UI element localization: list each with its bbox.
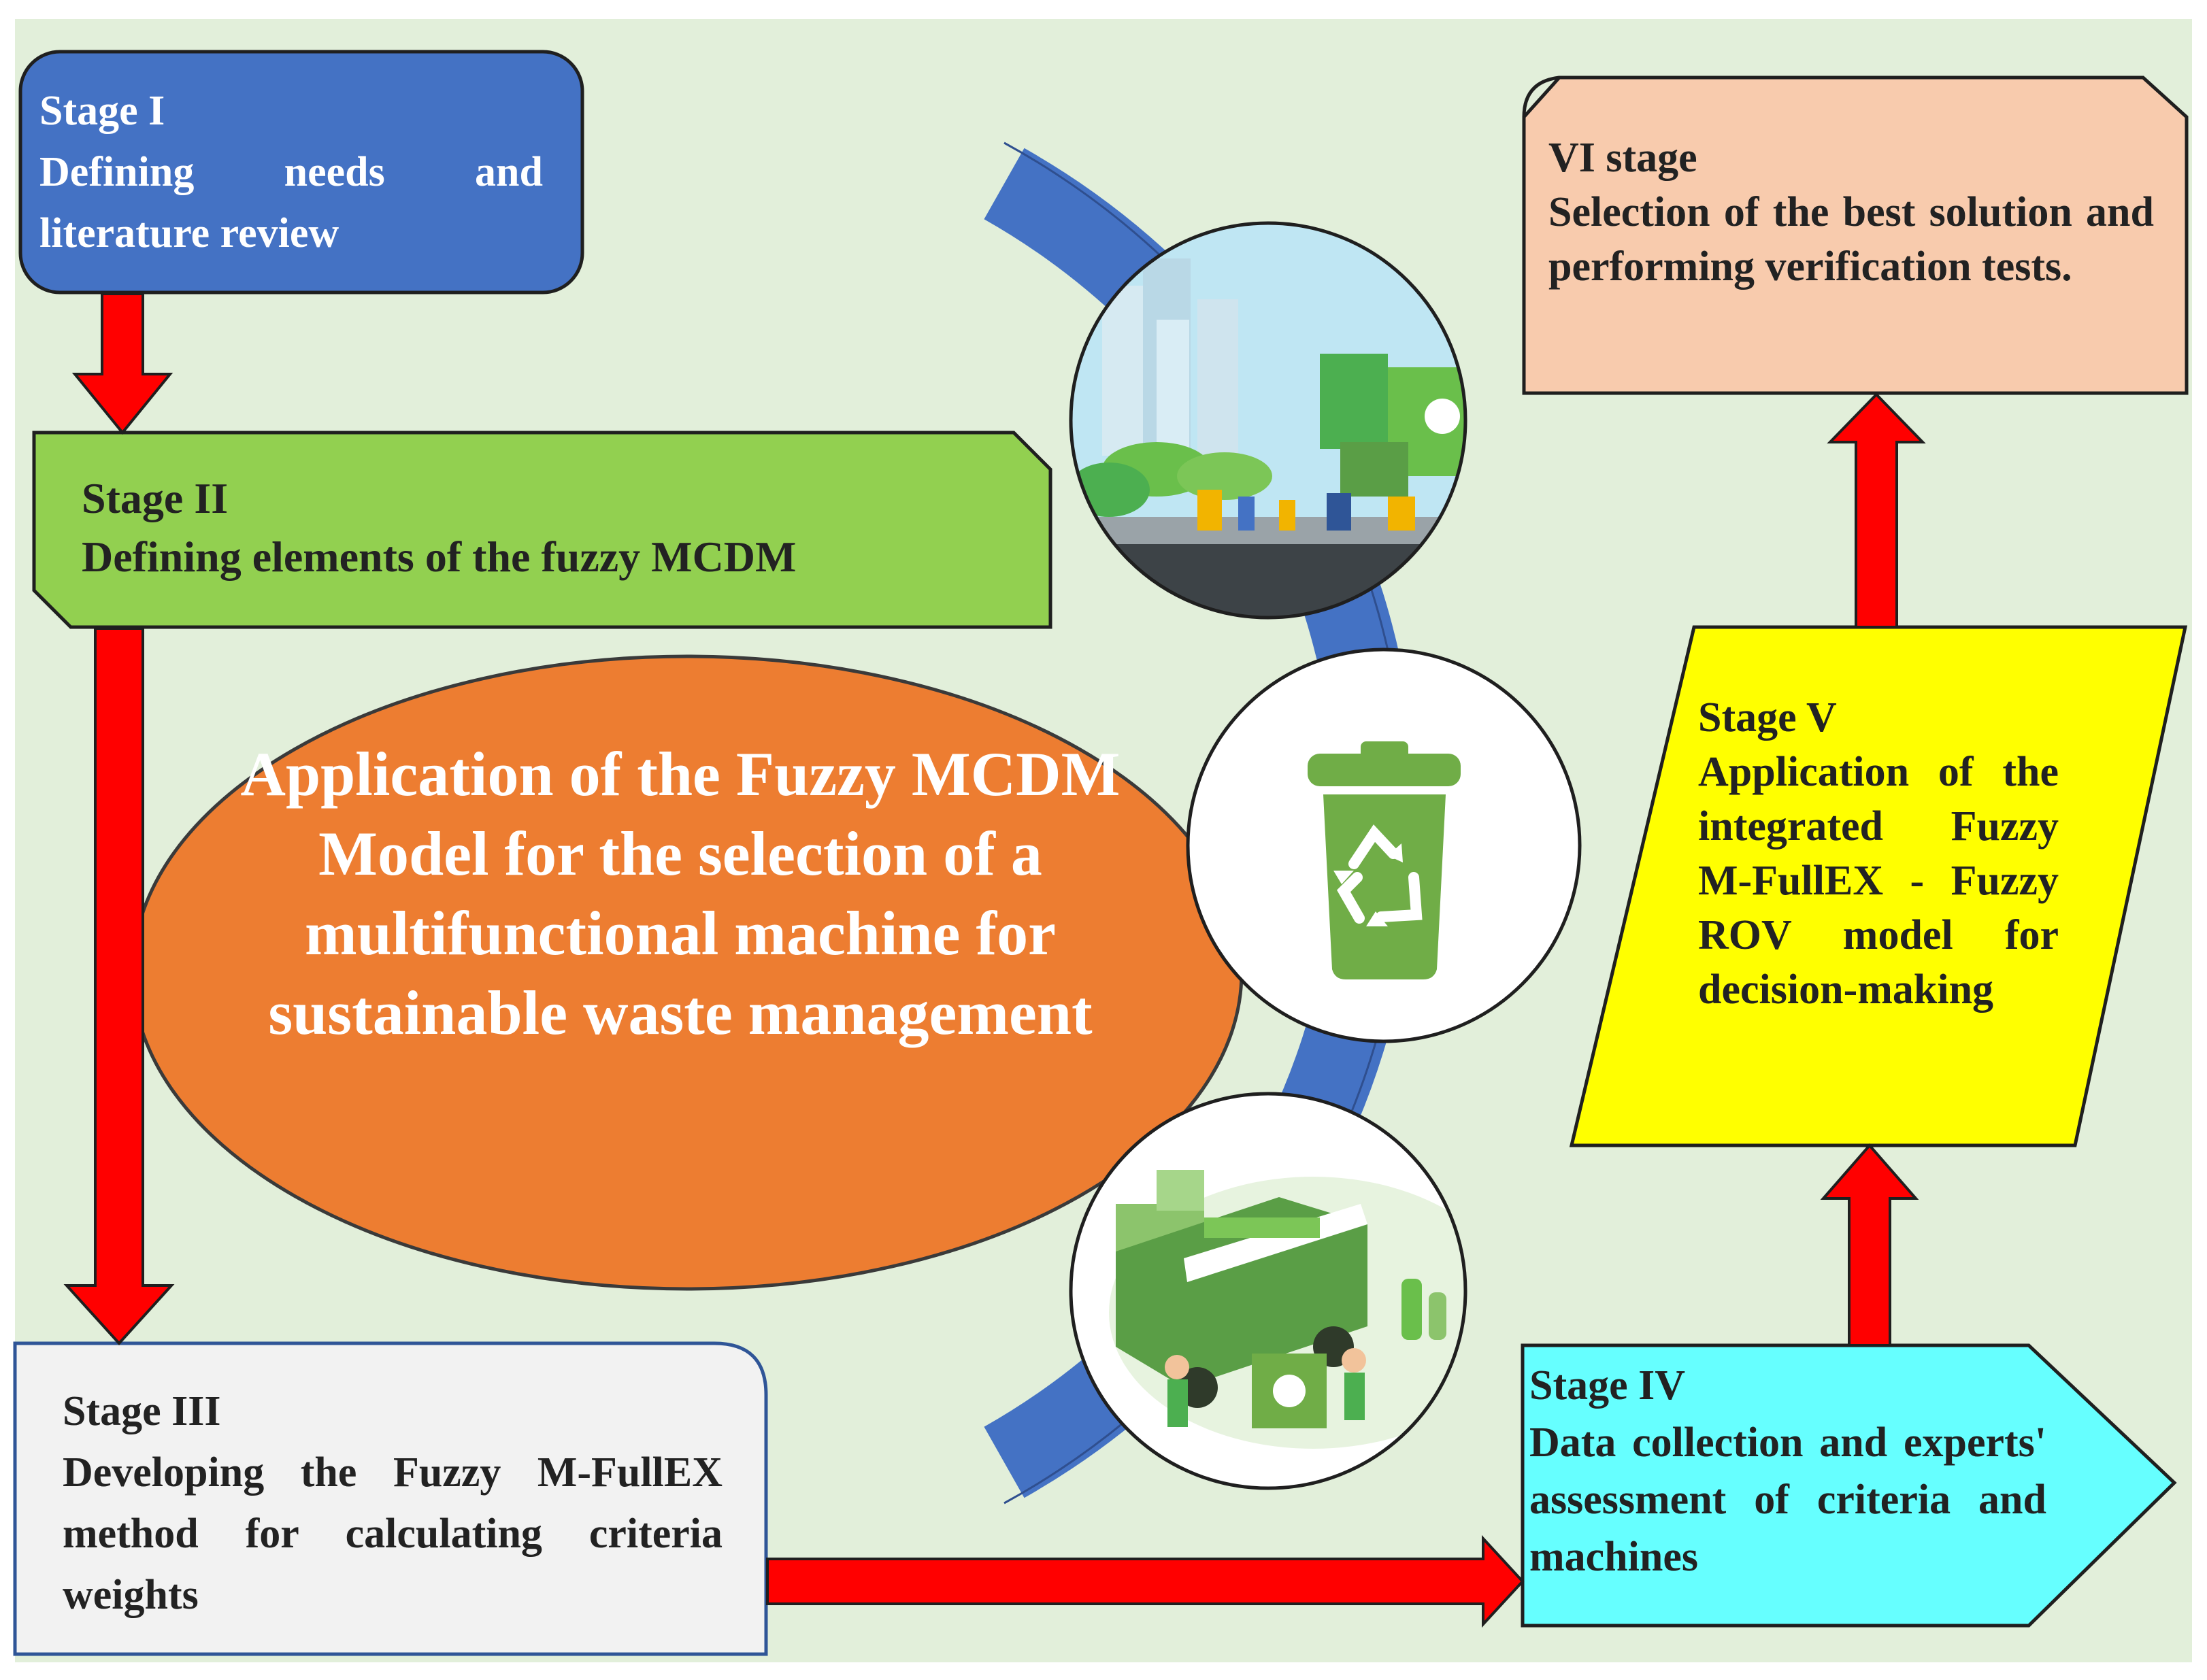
stage6-body: Selection of the best solution and perfo…: [1548, 189, 2154, 290]
stage1-box: [18, 50, 584, 295]
city-recycling-illustration: [1069, 221, 1467, 620]
stage2-body: Defining elements of the fuzzy MCDM: [82, 533, 797, 581]
stage1-body: Defining needs and literature review: [39, 149, 543, 256]
stage5-body: Application of the integrated Fuzzy M-Fu…: [1698, 749, 2059, 1013]
center-title: Application of the Fuzzy MCDM Model for …: [240, 739, 1121, 1047]
arrow-stage1-to-stage2: [71, 292, 173, 435]
stage5-box: [1569, 625, 2188, 1147]
stage6-text: VI stage Selection of the best solution …: [1548, 131, 2154, 294]
stage5-text: Stage V Application of the integrated Fu…: [1698, 690, 2059, 1017]
stage6-title: VI stage: [1548, 135, 1697, 181]
stage3-text: Stage III Developing the Fuzzy M-FullEX …: [63, 1381, 723, 1626]
stage4-box: [1521, 1343, 2177, 1628]
stage4-body: Data collection and experts' assessment …: [1529, 1419, 2046, 1580]
recycle-bin-icon: [1186, 648, 1582, 1043]
arrow-stage3-to-stage4: [766, 1534, 1525, 1628]
arrow-stage5-to-stage6: [1827, 392, 1926, 628]
stage1-text: Stage I Defining needs and literature re…: [39, 80, 543, 264]
stage2-text: Stage II Defining elements of the fuzzy …: [82, 469, 1034, 586]
stage3-body: Developing the Fuzzy M-FullEX method for…: [63, 1449, 723, 1618]
stage6-box-corner: [1522, 75, 1560, 118]
stage1-title: Stage I: [39, 88, 165, 134]
recycling-truck-illustration: [1069, 1092, 1467, 1490]
stage3-box: [13, 1341, 768, 1656]
arrow-stage2-to-stage3: [63, 627, 175, 1345]
arrow-stage4-to-stage5: [1820, 1143, 1919, 1347]
stage3-title: Stage III: [63, 1388, 221, 1434]
stage5-title: Stage V: [1698, 694, 1837, 741]
stage2-title: Stage II: [82, 474, 229, 522]
stage4-text: Stage IV Data collection and experts' as…: [1529, 1357, 2046, 1585]
stage4-title: Stage IV: [1529, 1362, 1686, 1409]
stage2-box: [32, 431, 1052, 629]
